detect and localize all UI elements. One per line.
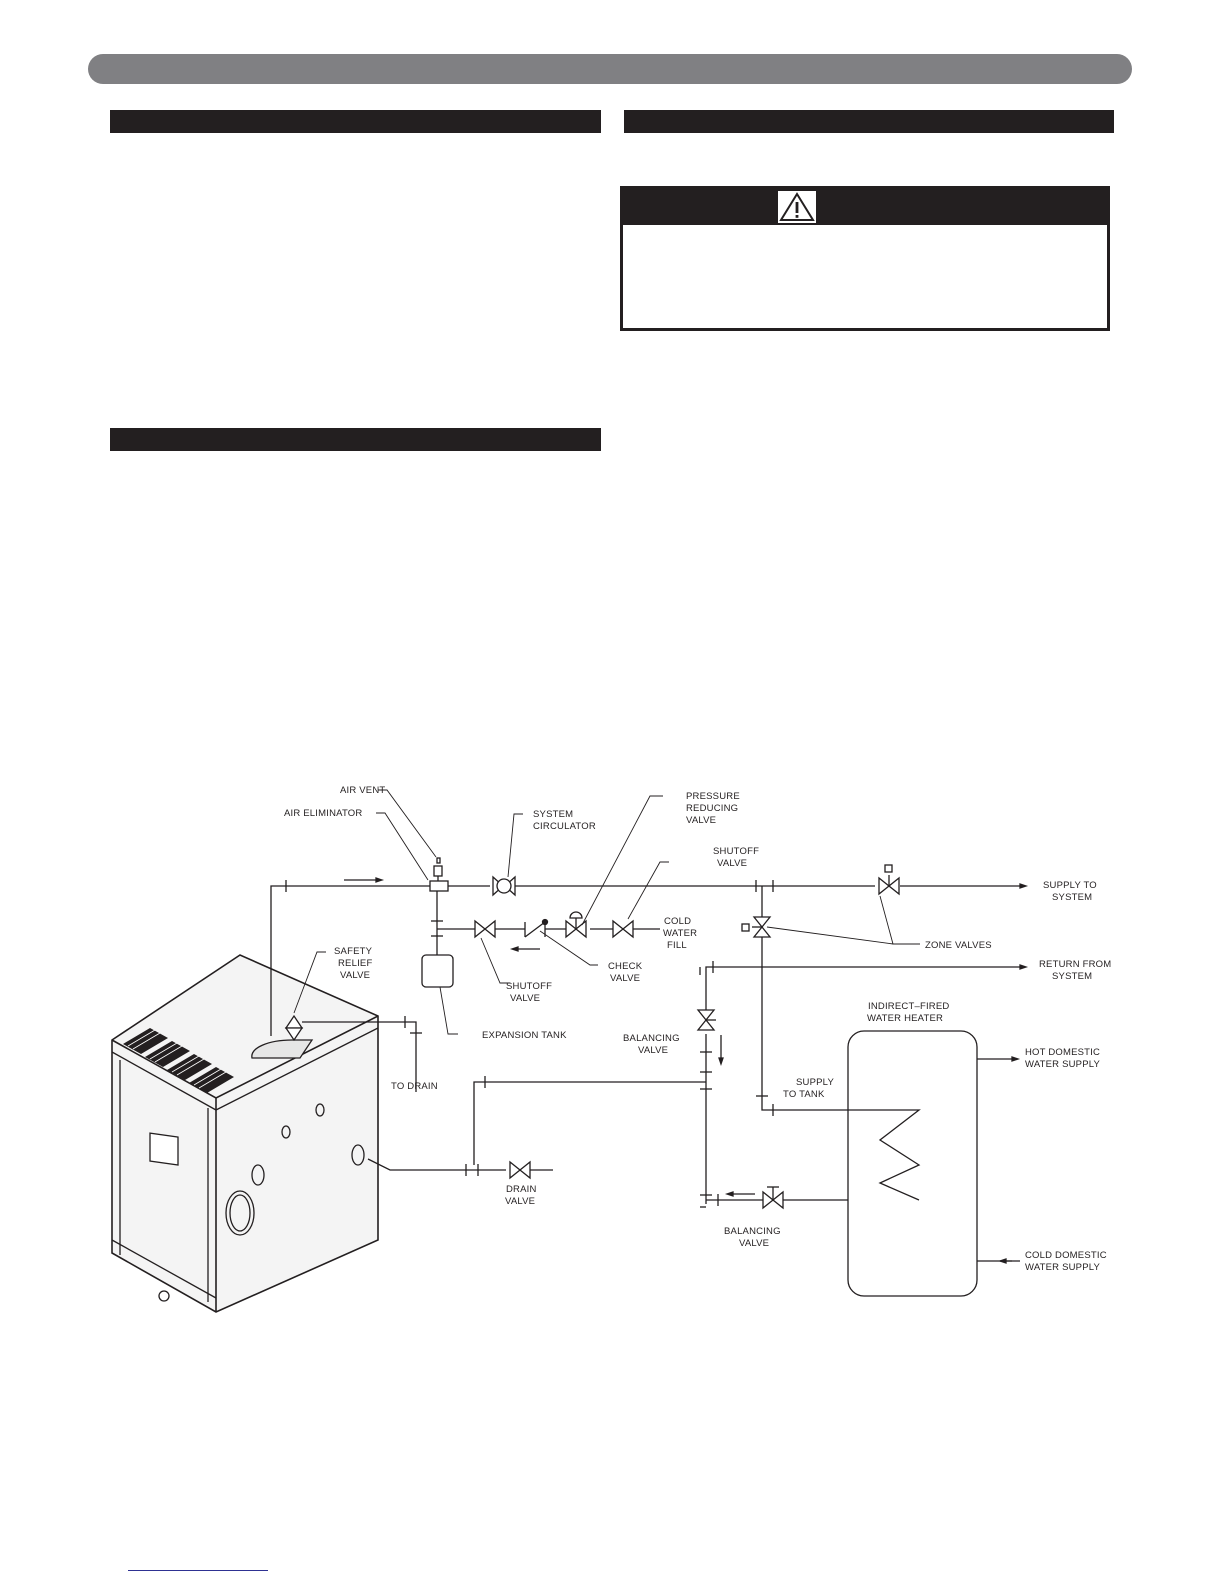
air-eliminator: [429, 880, 449, 892]
air-vent: [433, 865, 443, 877]
label-air-vent: AIR VENT: [340, 785, 385, 796]
header-bar: [88, 54, 1132, 84]
label-zone-valves: ZONE VALVES: [925, 940, 992, 951]
section-heading-bar-1: [110, 110, 601, 133]
label-cold-water-fill-3: FILL: [667, 940, 687, 951]
section-heading-bar-2: [624, 110, 1114, 133]
label-drain-valve-1: DRAIN: [506, 1184, 537, 1195]
warning-box: [620, 186, 1110, 331]
label-air-eliminator: AIR ELIMINATOR: [284, 808, 362, 819]
check-valve: [524, 918, 549, 938]
label-cold-domestic-1: COLD DOMESTIC: [1025, 1250, 1107, 1261]
label-safety-relief-2: RELIEF: [338, 958, 372, 969]
footer-link-underline: [128, 1570, 268, 1571]
label-water-heater-2: WATER HEATER: [867, 1013, 943, 1024]
warning-header: [623, 189, 1107, 225]
label-system-circulator-2: CIRCULATOR: [533, 821, 596, 832]
shutoff-valve-cold-water: [612, 919, 634, 939]
label-supply-to-tank-1: SUPPLY: [796, 1077, 834, 1088]
label-to-drain: TO DRAIN: [391, 1081, 438, 1092]
label-shutoff-valve-bottom-1: SHUTOFF: [506, 981, 552, 992]
label-supply-to-system-1: SUPPLY TO: [1043, 880, 1097, 891]
label-balancing-valve-lower-2: VALVE: [739, 1238, 769, 1249]
label-shutoff-valve-top-1: SHUTOFF: [713, 846, 759, 857]
label-balancing-valve-upper-1: BALANCING: [623, 1033, 680, 1044]
label-hot-domestic-2: WATER SUPPLY: [1025, 1059, 1101, 1070]
label-shutoff-valve-top-2: VALVE: [717, 858, 747, 869]
shutoff-valve-fill: [474, 919, 496, 939]
label-expansion-tank: EXPANSION TANK: [482, 1030, 567, 1041]
label-cold-domestic-2: WATER SUPPLY: [1025, 1262, 1101, 1273]
indirect-water-heater: [778, 1030, 1021, 1297]
balancing-valve-upper: [696, 1009, 716, 1031]
label-balancing-valve-lower-1: BALANCING: [724, 1226, 781, 1237]
leader-lines: [293, 789, 920, 1035]
label-return-from-system-1: RETURN FROM: [1039, 959, 1111, 970]
label-shutoff-valve-bottom-2: VALVE: [510, 993, 540, 1004]
label-return-from-system-2: SYSTEM: [1052, 971, 1092, 982]
label-pressure-reducing-3: VALVE: [686, 815, 716, 826]
label-drain-valve-2: VALVE: [505, 1196, 535, 1207]
return-piping: [699, 961, 1029, 1208]
label-pressure-reducing-2: REDUCING: [686, 803, 738, 814]
supply-piping: [270, 877, 1020, 1036]
section-heading-bar-3: [110, 428, 601, 451]
expansion-tank: [421, 954, 454, 988]
label-water-heater-1: INDIRECT–FIRED: [868, 1001, 949, 1012]
safety-relief-valve: [284, 1014, 304, 1042]
label-cold-water-fill-1: COLD: [664, 916, 691, 927]
fill-line: [421, 891, 660, 988]
label-check-valve-1: CHECK: [608, 961, 643, 972]
zone-valve-1: [878, 864, 900, 896]
label-supply-to-system-2: SYSTEM: [1052, 892, 1092, 903]
label-safety-relief-3: VALVE: [340, 970, 370, 981]
label-cold-water-fill-2: WATER: [663, 928, 697, 939]
label-supply-to-tank-2: TO TANK: [783, 1089, 825, 1100]
pressure-reducing-valve: [565, 911, 587, 939]
balancing-valve-lower: [762, 1186, 784, 1210]
label-system-circulator-1: SYSTEM: [533, 809, 573, 820]
boiler-unit: [111, 954, 379, 1313]
label-hot-domestic-1: HOT DOMESTIC: [1025, 1047, 1100, 1058]
drain-valve: [509, 1160, 531, 1180]
label-check-valve-2: VALVE: [610, 973, 640, 984]
zone-valve-2: [741, 916, 772, 938]
warning-triangle-icon: [778, 191, 816, 223]
label-balancing-valve-upper-2: VALVE: [638, 1045, 668, 1056]
label-safety-relief-1: SAFETY: [334, 946, 373, 957]
label-pressure-reducing-1: PRESSURE: [686, 791, 740, 802]
system-circulator: [492, 875, 516, 897]
